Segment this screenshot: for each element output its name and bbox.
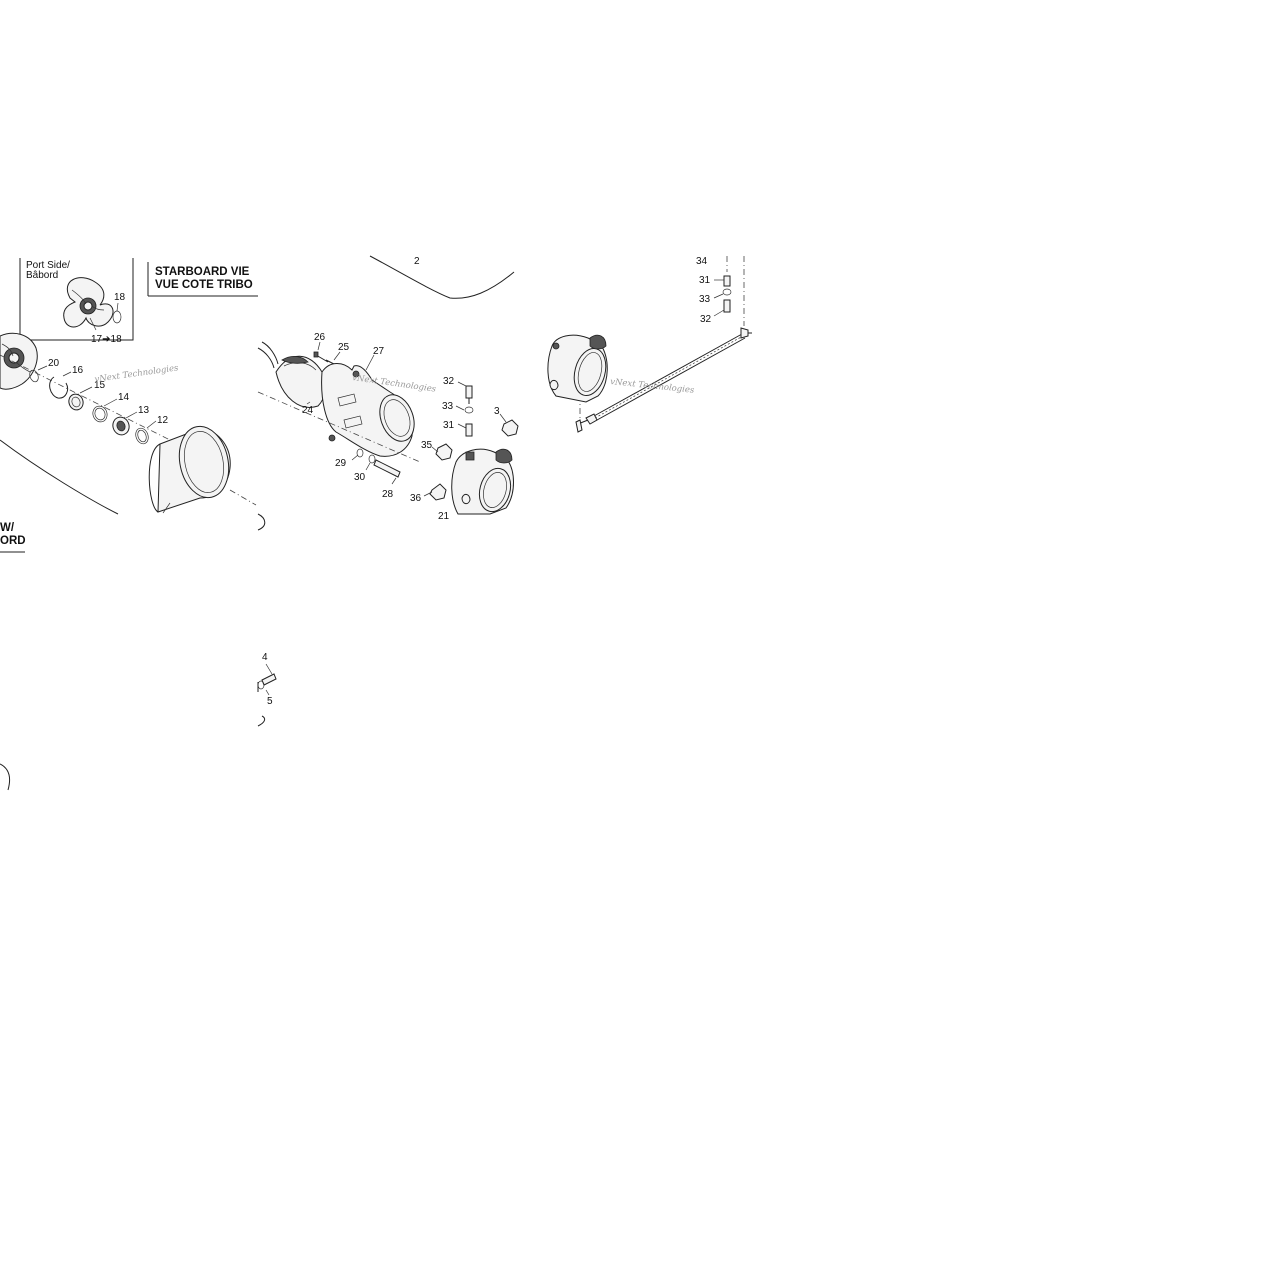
callout-28: 28 bbox=[382, 489, 394, 500]
o-ring-inset bbox=[112, 310, 122, 324]
callout-31-right: 31 bbox=[699, 275, 711, 286]
watermark-right: vNext Technologies bbox=[610, 377, 696, 396]
callout-32-mid: 32 bbox=[443, 376, 455, 387]
starboard-title-line1: STARBOARD VIE bbox=[155, 266, 250, 278]
callout-29: 29 bbox=[335, 458, 347, 469]
callout-25: 25 bbox=[338, 342, 350, 353]
callout-3-mid: 3 bbox=[494, 406, 500, 417]
venturi-housing bbox=[321, 363, 415, 457]
callout-13: 13 bbox=[138, 405, 150, 416]
pump-assembly-left: 20 16 15 14 13 12 bbox=[0, 332, 266, 791]
callout-24: 24 bbox=[302, 405, 314, 416]
callout-18: 18 bbox=[114, 292, 126, 303]
callout-36: 36 bbox=[410, 493, 422, 504]
callout-14: 14 bbox=[118, 392, 130, 403]
callout-20: 20 bbox=[48, 358, 60, 369]
callout-21: 21 bbox=[438, 511, 450, 522]
port-side-inset: Port Side/ Bâbord 18 17➔18 bbox=[19, 258, 134, 345]
nozzle-assembly-right: 34 31 33 32 bbox=[547, 256, 752, 433]
starboard-title-box: STARBOARD VIE VUE COTE TRIBO bbox=[147, 262, 258, 297]
callout-34: 34 bbox=[696, 256, 708, 267]
callout-4: 4 bbox=[262, 652, 268, 663]
steering-cable bbox=[575, 327, 752, 433]
callout-27: 27 bbox=[373, 346, 385, 357]
callout-33-mid: 33 bbox=[442, 401, 454, 412]
callout-16: 16 bbox=[72, 365, 84, 376]
callout-26: 26 bbox=[314, 332, 326, 343]
babord-label: Bâbord bbox=[26, 270, 58, 281]
left-title-fragment: W/ ORD bbox=[0, 522, 26, 553]
callout-12: 12 bbox=[157, 415, 169, 426]
steering-nozzle-middle bbox=[451, 448, 514, 515]
impeller-inset-icon bbox=[63, 277, 114, 328]
nozzle-assembly-middle: 2 24 26 25 27 bbox=[257, 255, 519, 727]
watermark-left: vNext Technologies bbox=[94, 363, 180, 385]
callout-31-mid: 31 bbox=[443, 420, 455, 431]
left-title-line1: W/ bbox=[0, 522, 15, 534]
wear-ring bbox=[148, 425, 231, 513]
callout-32-right: 32 bbox=[700, 314, 712, 325]
callout-15: 15 bbox=[94, 380, 106, 391]
callout-2: 2 bbox=[414, 256, 420, 267]
nozzle-cone bbox=[275, 355, 326, 408]
port-side-label: Port Side/ bbox=[26, 260, 70, 271]
callout-17-18: 17➔18 bbox=[91, 334, 122, 345]
steering-nozzle-right bbox=[547, 334, 608, 403]
starboard-title-line2: VUE COTE TRIBO bbox=[155, 279, 253, 291]
callout-5: 5 bbox=[267, 696, 273, 707]
callout-33-right: 33 bbox=[699, 294, 711, 305]
callout-35: 35 bbox=[421, 440, 433, 451]
left-title-line2: ORD bbox=[0, 535, 26, 547]
callout-30: 30 bbox=[354, 472, 366, 483]
